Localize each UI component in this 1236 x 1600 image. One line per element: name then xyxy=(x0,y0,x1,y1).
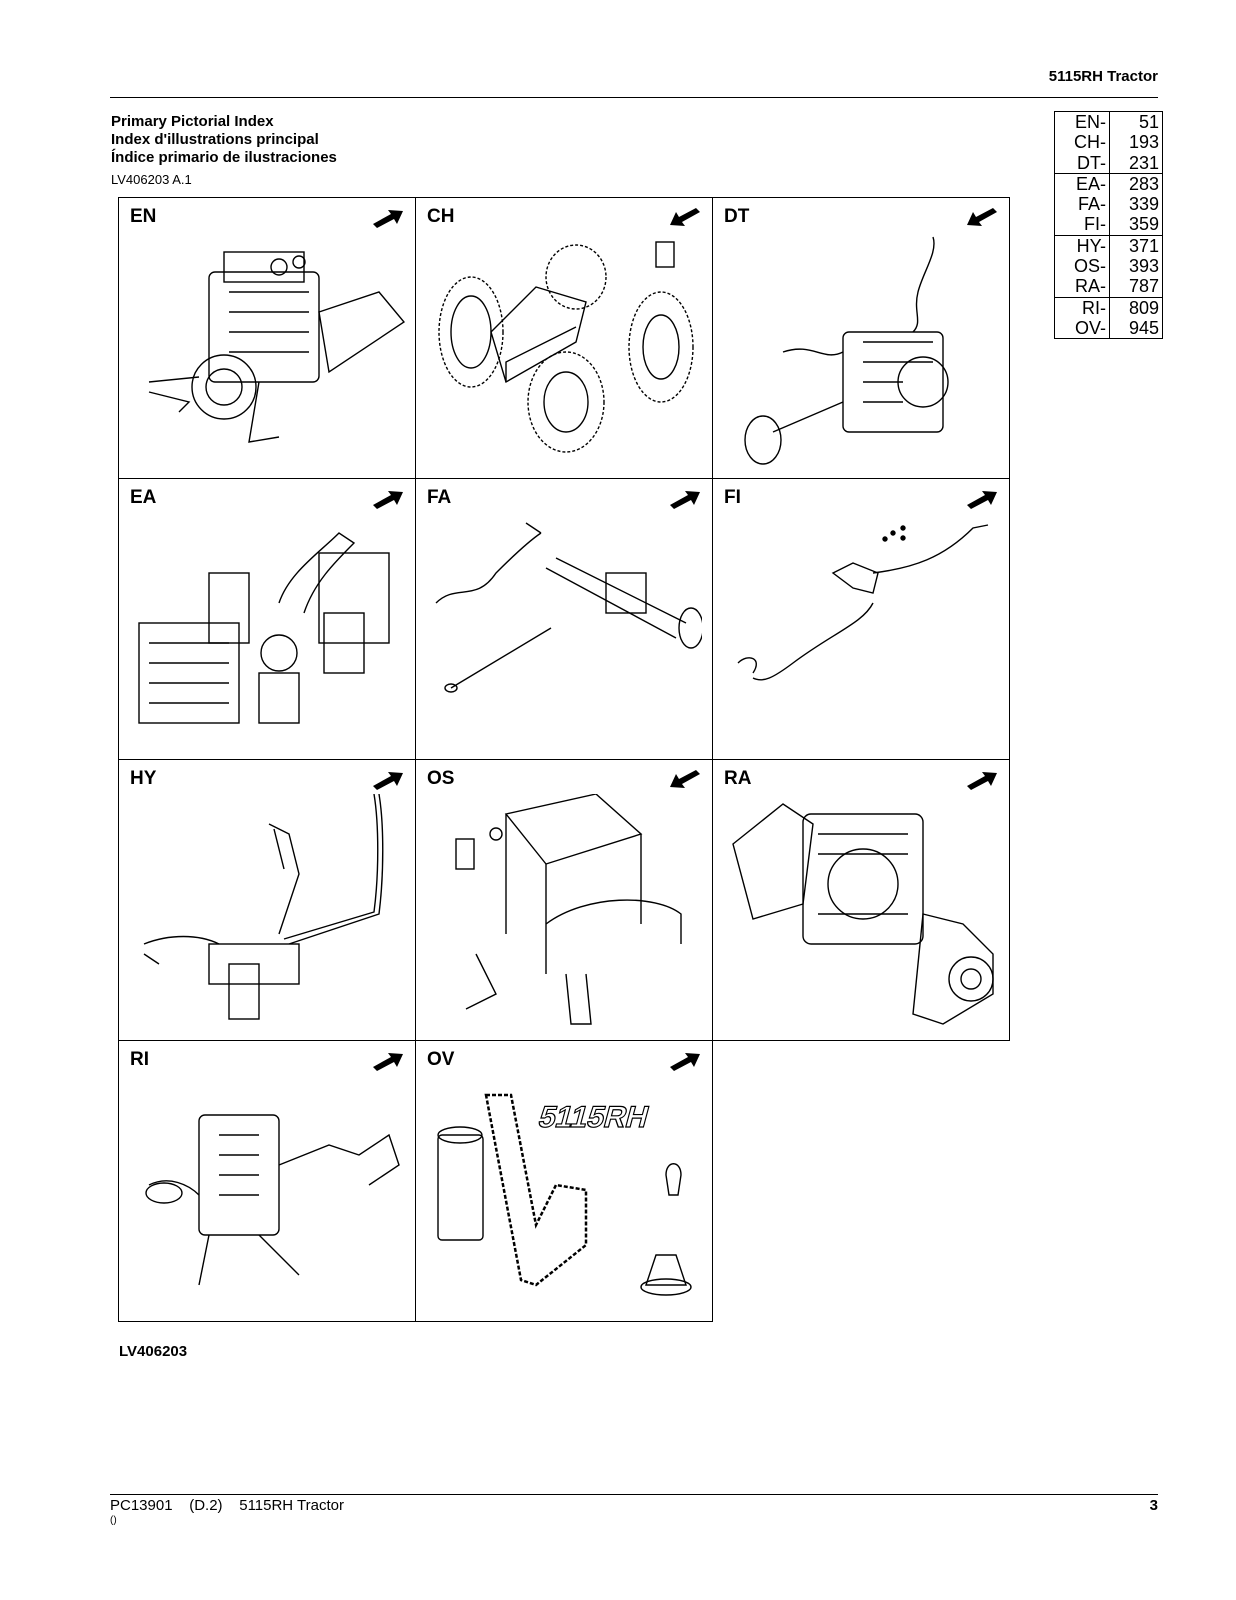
section-label: RI xyxy=(130,1049,149,1070)
rear-axle-illustration xyxy=(732,803,994,1025)
section-page-index: EN- 51 CH- 193 DT- 231 EA- 283 FA- 339 FI- 359… xyxy=(1054,111,1163,340)
title-english: Primary Pictorial Index xyxy=(111,113,274,130)
index-titles: Primary Pictorial Index Index d'illustra… xyxy=(111,113,337,167)
section-label: RA xyxy=(724,768,752,789)
toc-page: 809 xyxy=(1128,297,1159,318)
toc-page: 945 xyxy=(1128,317,1159,338)
figure-label: LV406203 xyxy=(119,1343,188,1360)
toc-group: EA- 283 FA- 339 FI- 359 xyxy=(1055,172,1162,235)
section-label: HY xyxy=(130,768,157,789)
section-cell-ri[interactable]: RI xyxy=(119,1041,416,1322)
front-axle-illustration xyxy=(435,522,702,693)
toc-row-ov[interactable]: OV- 945 xyxy=(1055,317,1162,339)
arrow-right-icon xyxy=(967,772,997,790)
hydraulics-illustration xyxy=(143,794,384,1020)
toc-code: FI- xyxy=(1055,214,1110,235)
section-cell-fi[interactable]: FI xyxy=(713,479,1010,760)
operator-station-illustration xyxy=(455,794,682,1025)
toc-page: 283 xyxy=(1128,173,1159,194)
toc-code: HY- xyxy=(1055,235,1110,257)
toc-page: 231 xyxy=(1128,152,1159,173)
section-cell-fa[interactable]: FA xyxy=(416,479,713,760)
toc-code: EN- xyxy=(1055,112,1110,133)
section-label: EN xyxy=(130,206,157,227)
toc-group: HY- 371 OS- 393 RA- 787 xyxy=(1055,234,1162,297)
toc-row-os[interactable]: OS- 393 xyxy=(1055,256,1162,277)
engine-auxiliary-illustration xyxy=(138,532,390,724)
section-cell-os[interactable]: OS xyxy=(416,760,713,1041)
overview-parts-illustration: 5115RH xyxy=(437,1093,692,1296)
arrow-right-icon xyxy=(670,1053,700,1071)
toc-page: 51 xyxy=(1138,112,1159,132)
arrow-right-icon xyxy=(967,491,997,509)
toc-code: CH- xyxy=(1055,132,1110,153)
arrow-right-icon xyxy=(670,491,700,509)
toc-page: 787 xyxy=(1128,276,1159,297)
section-cell-ov[interactable]: OV 5115RH xyxy=(416,1041,713,1322)
chassis-illustration xyxy=(438,241,694,453)
footer-divider xyxy=(110,1494,1158,1495)
toc-page: 393 xyxy=(1128,256,1159,277)
arrow-left-icon xyxy=(967,208,997,226)
section-cell-hy[interactable]: HY xyxy=(119,760,416,1041)
section-label: DT xyxy=(724,206,750,227)
toc-row-dt[interactable]: DT- 231 xyxy=(1055,152,1162,173)
toc-page: 359 xyxy=(1128,214,1159,235)
toc-row-fi[interactable]: FI- 359 xyxy=(1055,214,1162,235)
toc-group: RI- 809 OV- 945 xyxy=(1055,296,1162,339)
figure-code: LV406203 A.1 xyxy=(111,172,192,187)
footer-doc-info: PC13901 (D.2) 5115RH Tractor xyxy=(110,1497,344,1514)
model-decal: 5115RH xyxy=(535,1100,652,1133)
pictorial-index-grid: EN CH DT xyxy=(118,197,1010,1322)
section-cell-en[interactable]: EN xyxy=(119,198,416,479)
section-label: CH xyxy=(427,206,455,227)
toc-row-ri[interactable]: RI- 809 xyxy=(1055,297,1162,318)
arrow-right-icon xyxy=(373,210,403,228)
fuel-system-illustration xyxy=(737,524,989,681)
toc-page: 371 xyxy=(1128,235,1159,256)
section-label: EA xyxy=(130,487,157,508)
toc-code: OV- xyxy=(1055,317,1110,339)
rear-hitch-illustration xyxy=(145,1114,400,1286)
toc-code: RA- xyxy=(1055,276,1110,297)
empty-cell xyxy=(713,1041,1010,1322)
section-cell-ch[interactable]: CH xyxy=(416,198,713,479)
title-french: Index d'illustrations principal xyxy=(111,131,319,148)
toc-row-fa[interactable]: FA- 339 xyxy=(1055,194,1162,215)
toc-row-ch[interactable]: CH- 193 xyxy=(1055,132,1162,153)
arrow-right-icon xyxy=(373,772,403,790)
toc-group: EN- 51 CH- 193 DT- 231 xyxy=(1055,112,1162,173)
toc-row-ra[interactable]: RA- 787 xyxy=(1055,276,1162,297)
arrow-left-icon xyxy=(670,208,700,226)
section-cell-ea[interactable]: EA xyxy=(119,479,416,760)
toc-code: FA- xyxy=(1055,194,1110,215)
header-divider xyxy=(110,97,1158,98)
title-spanish: Índice primario de ilustraciones xyxy=(111,149,337,166)
toc-page: 193 xyxy=(1128,132,1159,153)
toc-code: OS- xyxy=(1055,256,1110,277)
drivetrain-illustration xyxy=(744,236,949,465)
section-cell-ra[interactable]: RA xyxy=(713,760,1010,1041)
header-title: 5115RH Tractor xyxy=(1048,68,1158,85)
section-label: FI xyxy=(724,487,741,508)
arrow-right-icon xyxy=(373,491,403,509)
toc-row-ea[interactable]: EA- 283 xyxy=(1055,173,1162,195)
section-label: FA xyxy=(427,487,452,508)
toc-code: EA- xyxy=(1055,173,1110,195)
toc-page: 339 xyxy=(1128,194,1159,215)
toc-code: RI- xyxy=(1055,297,1110,318)
arrow-right-icon xyxy=(373,1053,403,1071)
footer-sub: () xyxy=(110,1515,117,1526)
section-label: OV xyxy=(427,1049,455,1070)
arrow-left-icon xyxy=(670,770,700,788)
engine-illustration xyxy=(148,251,405,443)
toc-row-hy[interactable]: HY- 371 xyxy=(1055,235,1162,257)
section-cell-dt[interactable]: DT xyxy=(713,198,1010,479)
section-label: OS xyxy=(427,768,455,789)
toc-row-en[interactable]: EN- 51 xyxy=(1055,112,1162,133)
toc-code: DT- xyxy=(1055,152,1110,173)
page-number: 3 xyxy=(1149,1497,1158,1514)
